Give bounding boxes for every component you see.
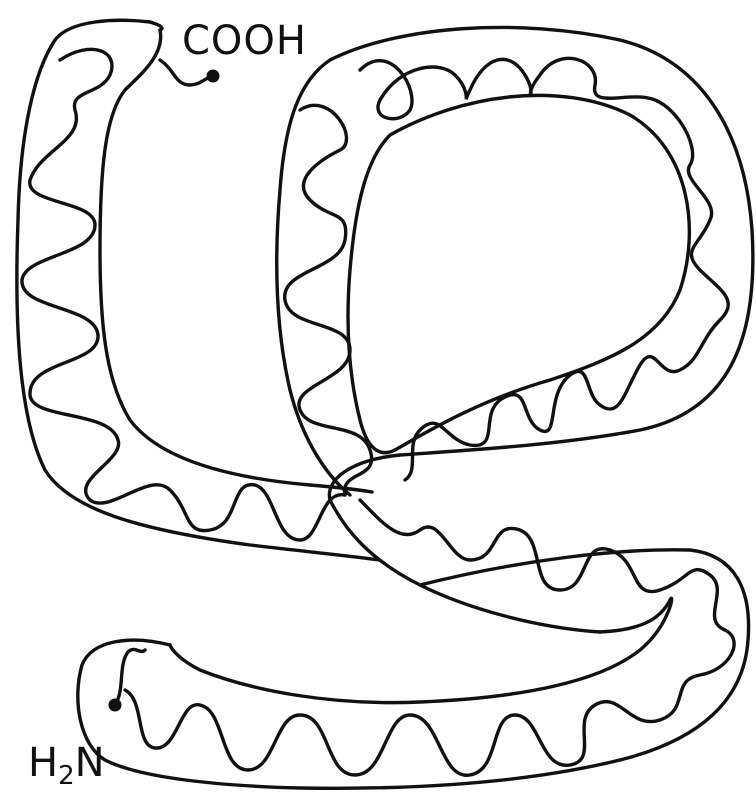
n-terminus-dot	[109, 699, 122, 712]
ring-inner-edge	[348, 95, 689, 452]
n-terminus-label: H2N	[28, 740, 105, 791]
n-terminus-label-suffix: N	[75, 740, 105, 786]
n-terminus-tail	[115, 649, 145, 705]
lower-band-outer-edge	[78, 550, 749, 789]
left-band-outer-edge	[17, 20, 380, 560]
left-band-inner-edge	[100, 30, 372, 492]
c-terminus-label: COOH	[182, 18, 307, 64]
c-terminus-cap	[150, 22, 162, 30]
c-terminus-dot	[207, 70, 220, 83]
ring-wave	[285, 58, 729, 495]
n-terminus-label-prefix: H	[28, 740, 58, 786]
n-terminus-label-subscript: 2	[58, 761, 75, 791]
left-band-wave	[22, 49, 345, 540]
lower-band-inner-edge	[170, 598, 672, 702]
